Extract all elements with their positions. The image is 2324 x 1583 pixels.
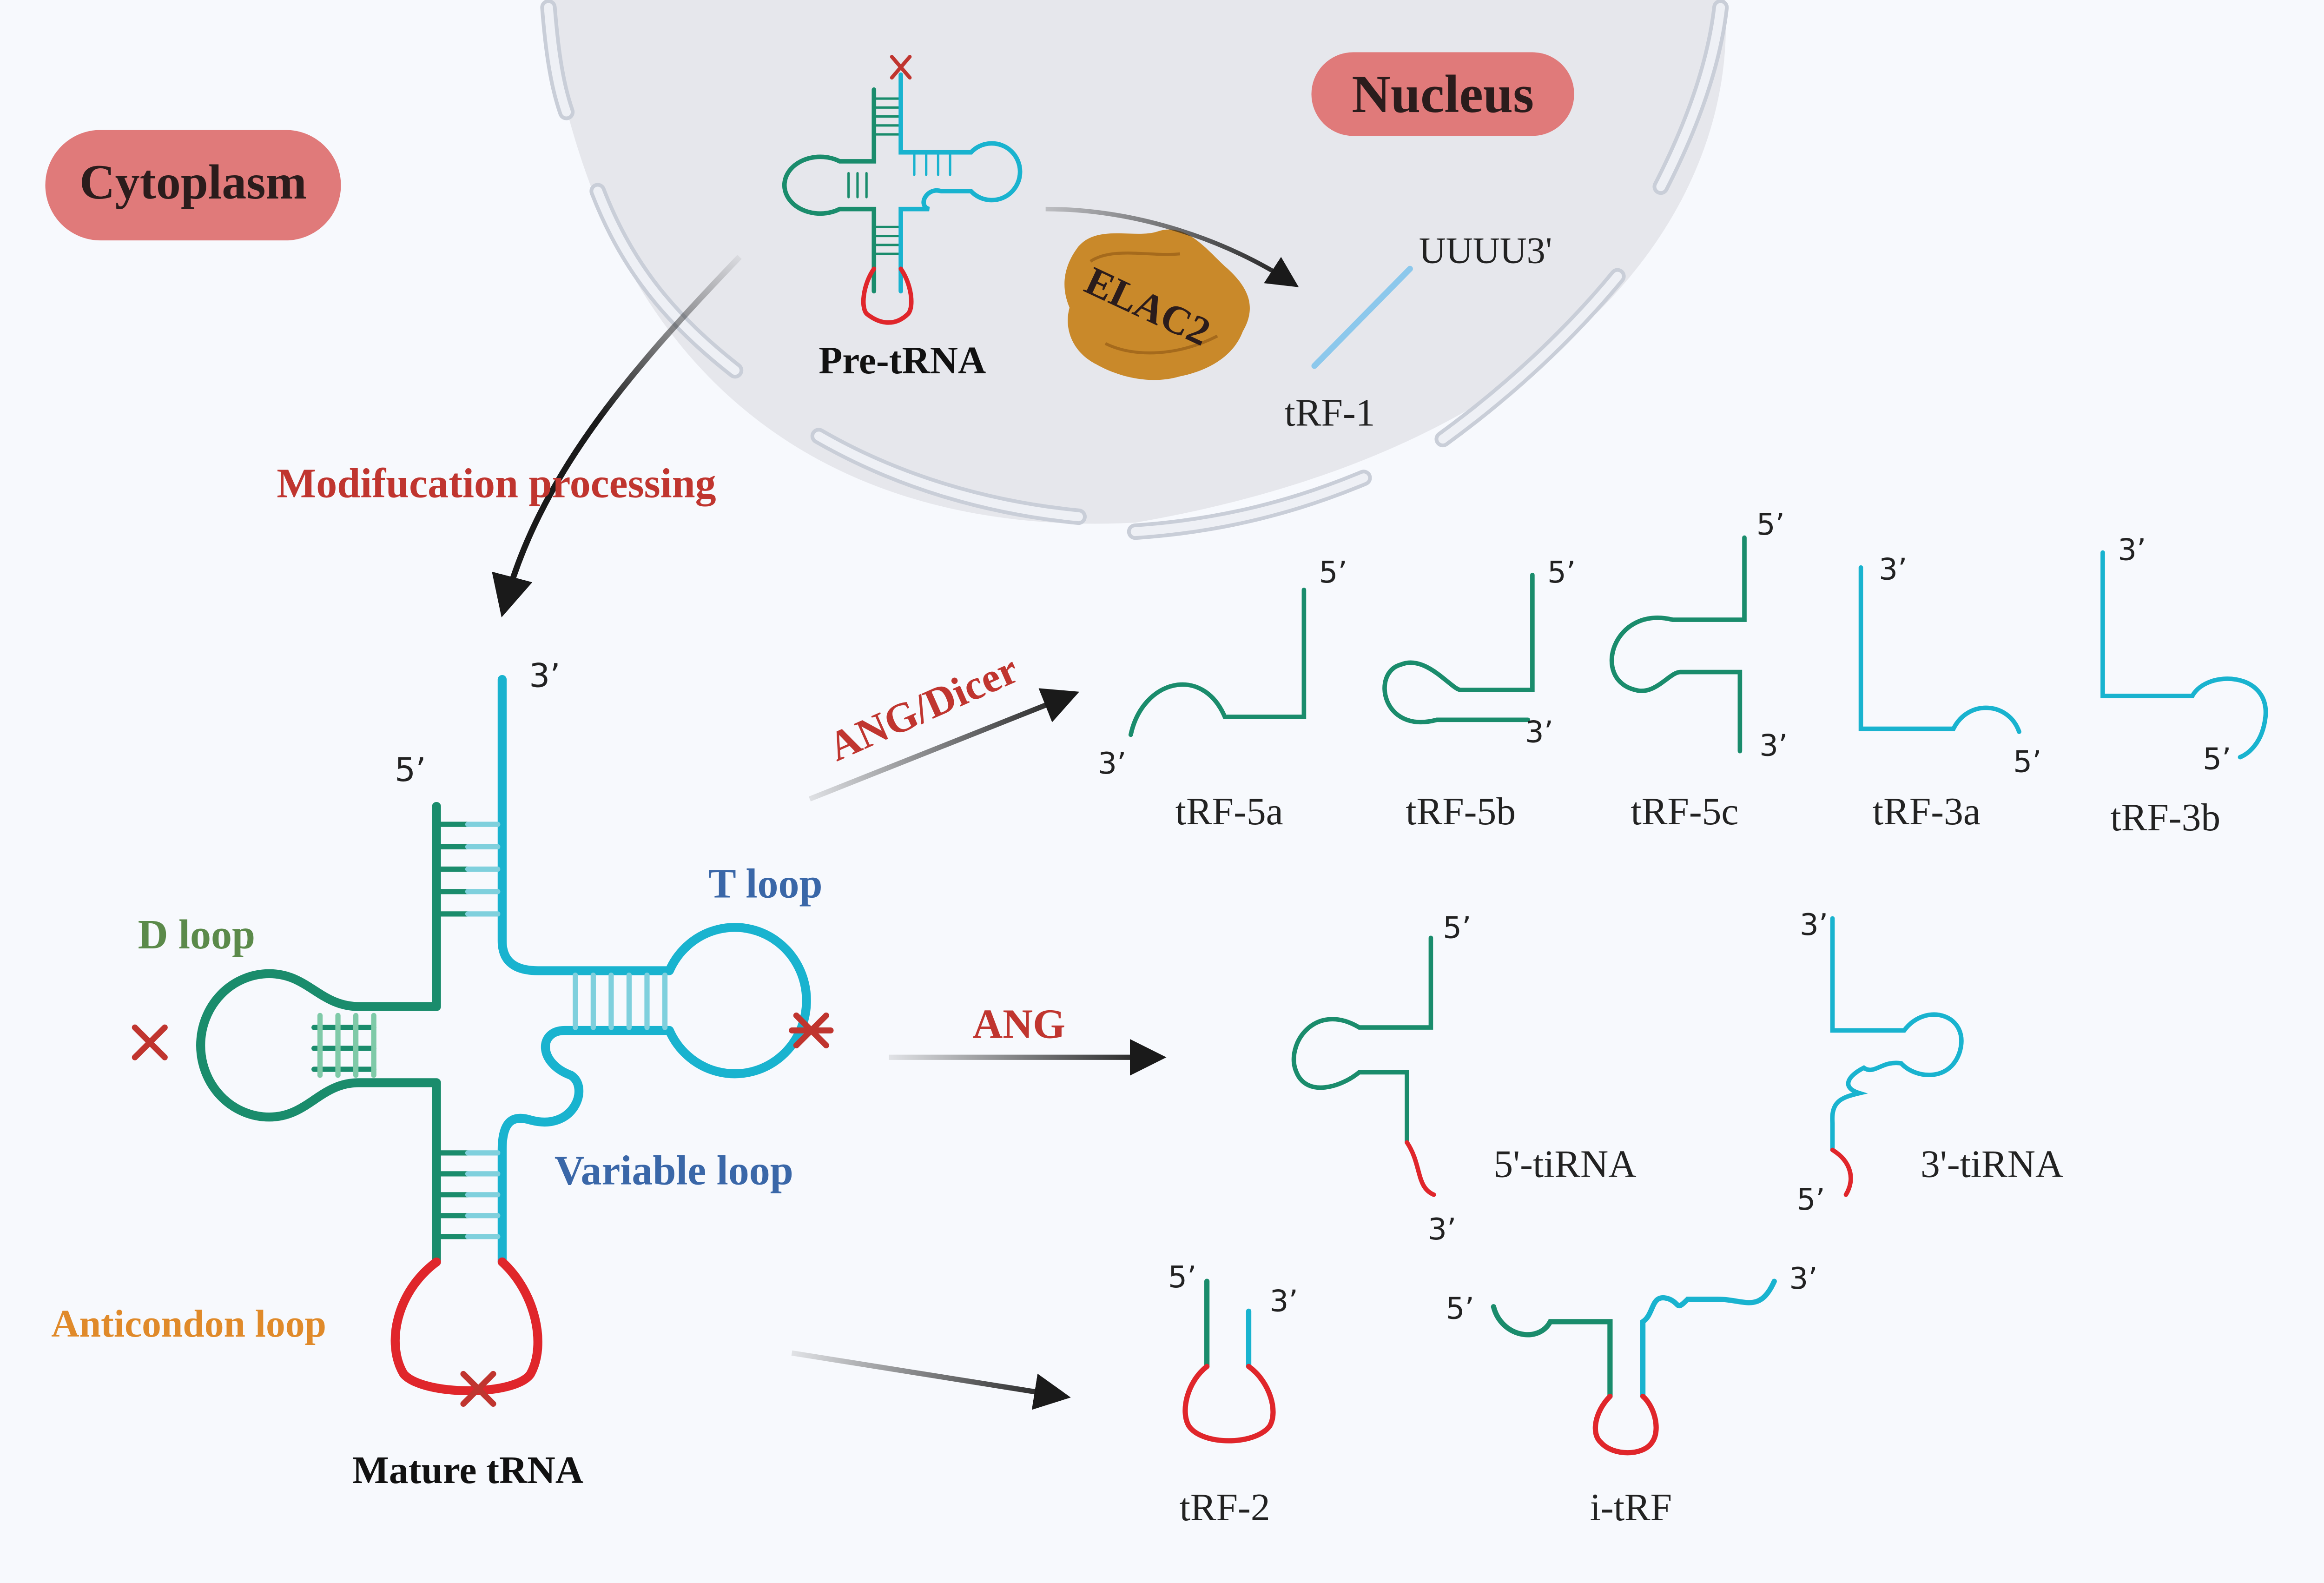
modification-arrow (492, 255, 742, 618)
elac2-cleavage-arrow (1045, 206, 1299, 287)
cytoplasm-badge: Cytoplasm (45, 130, 341, 241)
trf1-tail-label: UUUU3' (1419, 230, 1552, 271)
elac2-enzyme: ELAC2 (1064, 229, 1250, 380)
anticodon-loop-label: Anticondon loop (51, 1303, 326, 1345)
tirna5-3-end: 3’ (1428, 1212, 1456, 1247)
trf5c-5-end: 5’ (1756, 507, 1785, 542)
trf2-5-end: 5’ (1168, 1260, 1196, 1295)
trf2-3-end: 3’ (1270, 1284, 1298, 1318)
itrf-right-strand (1640, 1278, 1777, 1399)
pre-trna-structure (782, 55, 1023, 325)
trf5b-label: tRF-5b (1406, 790, 1516, 833)
variable-loop-label: Variable loop (555, 1147, 793, 1193)
trf5a-label: tRF-5a (1175, 790, 1283, 833)
tirna3-strand (1830, 916, 1964, 1152)
mature-3-end: 3’ (529, 656, 560, 695)
itrf-loop (1592, 1393, 1659, 1456)
trf3a-strand (1858, 565, 2021, 734)
tirna5-label: 5'-tiRNA (1493, 1143, 1636, 1186)
trf3b-label: tRF-3b (2111, 796, 2221, 839)
itrf-left-strand (1491, 1304, 1613, 1399)
ang-dicer-arrow (809, 688, 1080, 801)
trf2-arrow (791, 1350, 1071, 1410)
trf1-fragment: UUUU3' tRF-1 (1285, 230, 1552, 434)
trf5a-strand (1128, 588, 1307, 737)
mature-trna-label: Mature tRNA (352, 1449, 583, 1492)
itrf-3-end: 3’ (1789, 1261, 1817, 1296)
t-loop-label: T loop (708, 861, 823, 907)
trf3a-5-end: 5’ (2013, 745, 2041, 780)
ang-label: ANG (972, 1001, 1065, 1047)
d-loop-label: D loop (138, 912, 255, 958)
trf3a-label: tRF-3a (1873, 790, 1981, 833)
trf2-loop (1182, 1364, 1276, 1444)
mature-5-end: 5’ (395, 750, 426, 789)
trf2-label: tRF-2 (1180, 1486, 1270, 1529)
nucleus-label: Nucleus (1352, 65, 1534, 124)
trf5a-3-end: 3’ (1098, 746, 1126, 781)
tirna5-5-end: 5’ (1443, 910, 1471, 945)
tirna3-label: 3'-tiRNA (1921, 1143, 2063, 1186)
trf5b-strand (1382, 572, 1535, 725)
trf5a-5-end: 5’ (1319, 555, 1347, 590)
trf3a-3-end: 3’ (1879, 552, 1907, 587)
trf3b-3-end: 3’ (2118, 533, 2146, 568)
cytoplasm-label: Cytoplasm (79, 155, 307, 209)
tirna3-5-end: 5’ (1796, 1182, 1825, 1217)
trf5c-label: tRF-5c (1631, 790, 1739, 833)
itrf-5-end: 5’ (1446, 1291, 1474, 1326)
trf3b-5-end: 5’ (2203, 742, 2231, 776)
itrf-label: i-tRF (1590, 1486, 1672, 1529)
tirna5-anticodon (1405, 1140, 1436, 1197)
nucleus-badge: Nucleus (1311, 52, 1574, 136)
trf5b-3-end: 3’ (1525, 715, 1553, 749)
trf5b-5-end: 5’ (1547, 555, 1576, 590)
trf3b-strand (2100, 550, 2268, 760)
trf1-label: tRF-1 (1285, 391, 1375, 434)
modification-label: Modifucation processing (277, 461, 716, 507)
tirna5-strand (1291, 935, 1433, 1145)
pre-trna-label: Pre-tRNA (819, 339, 986, 382)
trf5c-strand (1609, 535, 1747, 754)
trf5c-3-end: 3’ (1759, 728, 1788, 763)
mature-trna-structure (132, 675, 834, 1407)
tirna3-3-end: 3’ (1800, 907, 1828, 942)
tirna3-anticodon (1830, 1147, 1853, 1197)
